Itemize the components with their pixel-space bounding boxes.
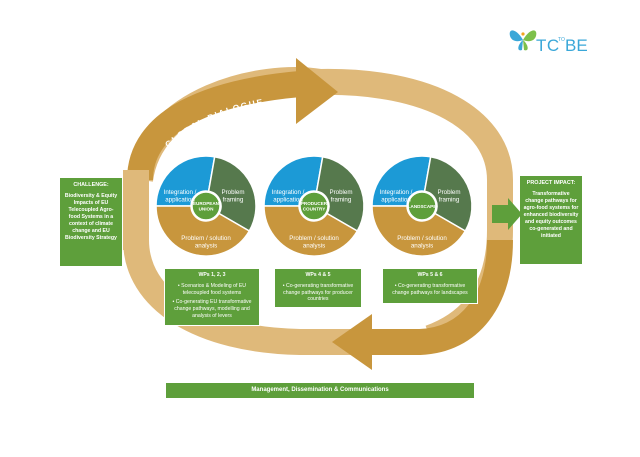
arrowhead-bottom xyxy=(332,314,372,370)
problem-framing-segment xyxy=(207,155,257,233)
integration-segment xyxy=(371,155,432,207)
logo-text-tc: TC xyxy=(536,36,560,55)
cycles: Integration /applicationProblemframingPr… xyxy=(155,155,473,257)
problem-framing-label: Problem xyxy=(329,189,352,196)
cycle-center-label: COUNTRY xyxy=(303,207,326,212)
cycle-center-label: PRODUCER xyxy=(301,201,328,206)
impact-box: PROJECT IMPACT: Transformative change pa… xyxy=(520,176,582,264)
solution-segment xyxy=(155,205,251,257)
logo-text-be: BE xyxy=(565,36,588,55)
solution-label: Problem / solution xyxy=(289,235,339,242)
problem-framing-label: framing xyxy=(223,197,244,204)
wp-title: WPs 5 & 6 xyxy=(417,272,443,278)
impact-arrow xyxy=(492,198,522,230)
challenge-box: CHALLENGE: Biodiversity & Equity Impacts… xyxy=(60,178,122,266)
cycle-center-label: LANDSCAPE xyxy=(408,204,437,209)
problem-framing-label: Problem xyxy=(221,189,244,196)
cycle-center xyxy=(407,191,437,221)
wp-box-3: WPs 5 & 6 • Co-generating transformative… xyxy=(382,268,478,304)
wp-item: • Scenarios & Modeling of EU telecoupled… xyxy=(177,282,247,296)
management-bar: Management, Dissemination & Communicatio… xyxy=(166,383,474,398)
problem-framing-label: Problem xyxy=(437,189,460,196)
cycle-center xyxy=(191,191,221,221)
wp-item: • Co-generating transformative change pa… xyxy=(392,282,468,296)
solution-segment xyxy=(371,205,467,257)
integration-label: application xyxy=(273,197,303,204)
solution-segment xyxy=(263,205,359,257)
integration-label: Integration / xyxy=(164,189,197,196)
wp-item: • Co-generating EU transformative change… xyxy=(172,299,252,319)
cycle-center-label: UNION xyxy=(199,207,214,212)
solution-label: analysis xyxy=(303,243,325,250)
integration-label: Integration / xyxy=(380,189,413,196)
problem-framing-segment xyxy=(315,155,365,233)
integration-segment xyxy=(263,155,324,207)
integration-label: Integration / xyxy=(272,189,305,196)
solution-label: analysis xyxy=(195,243,217,250)
solution-label: Problem / solution xyxy=(397,235,447,242)
integration-label: application xyxy=(165,197,195,204)
challenge-body: Biodiversity & Equity Impacts of EU Tele… xyxy=(64,193,118,242)
problem-framing-label: framing xyxy=(439,197,460,204)
cycle-wheel: Integration /application ProblemframingPr… xyxy=(263,155,365,257)
wp-box-2: WPs 4 & 5 • Co-generating transformative… xyxy=(274,268,362,308)
wp-title: WPs 1, 2, 3 xyxy=(198,272,226,278)
solution-label: analysis xyxy=(411,243,433,250)
solution-label: Problem / solution xyxy=(181,235,231,242)
logo-text-sup: TO xyxy=(558,37,565,43)
butterfly-logo-icon xyxy=(509,30,537,51)
impact-body: Transformative change pathways for agro-… xyxy=(523,191,579,240)
challenge-title: CHALLENGE: xyxy=(73,182,109,188)
integration-segment xyxy=(155,155,216,207)
wp-title: WPs 4 & 5 xyxy=(305,272,331,278)
cycle-wheel: Integration /application ProblemframingPr… xyxy=(371,155,473,257)
cycle-center xyxy=(299,191,329,221)
problem-framing-segment xyxy=(423,155,473,233)
cycle-wheel: Integration /application ProblemframingPr… xyxy=(155,155,257,257)
problem-framing-label: framing xyxy=(331,197,352,204)
wp-box-1: WPs 1, 2, 3 • Scenarios & Modeling of EU… xyxy=(164,268,260,326)
impact-title: PROJECT IMPACT: xyxy=(526,180,576,186)
cycle-center-label: EUROPEAN xyxy=(193,201,220,206)
wp-item: • Co-generating transformative change pa… xyxy=(282,282,354,303)
integration-label: application xyxy=(381,197,411,204)
arrowhead-top xyxy=(296,58,338,124)
